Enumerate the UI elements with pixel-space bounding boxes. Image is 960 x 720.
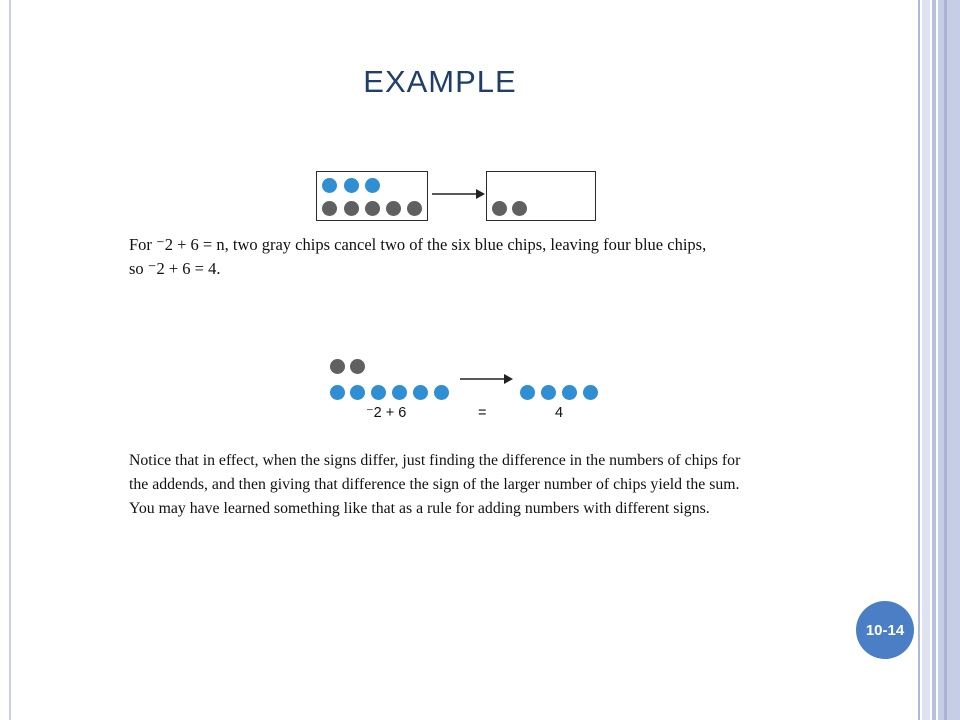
slide-title: EXAMPLE bbox=[363, 64, 517, 99]
gray-chip bbox=[407, 201, 422, 216]
chip-box-after bbox=[486, 171, 596, 221]
gray-chip bbox=[330, 359, 345, 374]
right-border-stripe bbox=[922, 0, 930, 720]
gray-chip bbox=[322, 201, 337, 216]
gray-chip bbox=[386, 201, 401, 216]
blue-chip bbox=[520, 385, 535, 400]
example1-text-line1: For ⁻2 + 6 = n, two gray chips cancel tw… bbox=[129, 235, 707, 254]
blue-chip bbox=[330, 385, 345, 400]
slide-number-badge: 10-14 bbox=[856, 601, 914, 659]
blue-chip bbox=[562, 385, 577, 400]
equals-sign: = bbox=[478, 405, 487, 421]
right-border-stripe bbox=[944, 0, 947, 720]
paragraph-line1: Notice that in effect, when the signs di… bbox=[129, 452, 741, 469]
blue-chip bbox=[365, 178, 380, 193]
blue-chip bbox=[413, 385, 428, 400]
blue-chip bbox=[541, 385, 556, 400]
right-border-stripe bbox=[918, 0, 920, 720]
gray-chip bbox=[344, 201, 359, 216]
gray-chip bbox=[350, 359, 365, 374]
blue-chip bbox=[392, 385, 407, 400]
blue-chip bbox=[350, 385, 365, 400]
blue-chip bbox=[583, 385, 598, 400]
paragraph-line2: the addends, and then giving that differ… bbox=[129, 476, 740, 493]
left-border-line bbox=[9, 0, 11, 720]
right-border-stripe bbox=[938, 0, 960, 720]
paragraph-line3: You may have learned something like that… bbox=[129, 500, 710, 517]
expression-left: ⁻2 + 6 bbox=[366, 405, 407, 421]
expression-right: 4 bbox=[555, 405, 564, 421]
gray-chip bbox=[512, 201, 527, 216]
gray-chip bbox=[492, 201, 507, 216]
arrow-right-icon bbox=[432, 189, 485, 199]
blue-chip bbox=[344, 178, 359, 193]
blue-chip bbox=[434, 385, 449, 400]
blue-chip bbox=[322, 178, 337, 193]
right-border-stripe bbox=[932, 0, 936, 720]
example1-text-line2: so ⁻2 + 6 = 4. bbox=[129, 259, 221, 278]
arrow-right-icon bbox=[460, 374, 513, 384]
gray-chip bbox=[365, 201, 380, 216]
chip-box-before bbox=[316, 171, 428, 221]
blue-chip bbox=[371, 385, 386, 400]
